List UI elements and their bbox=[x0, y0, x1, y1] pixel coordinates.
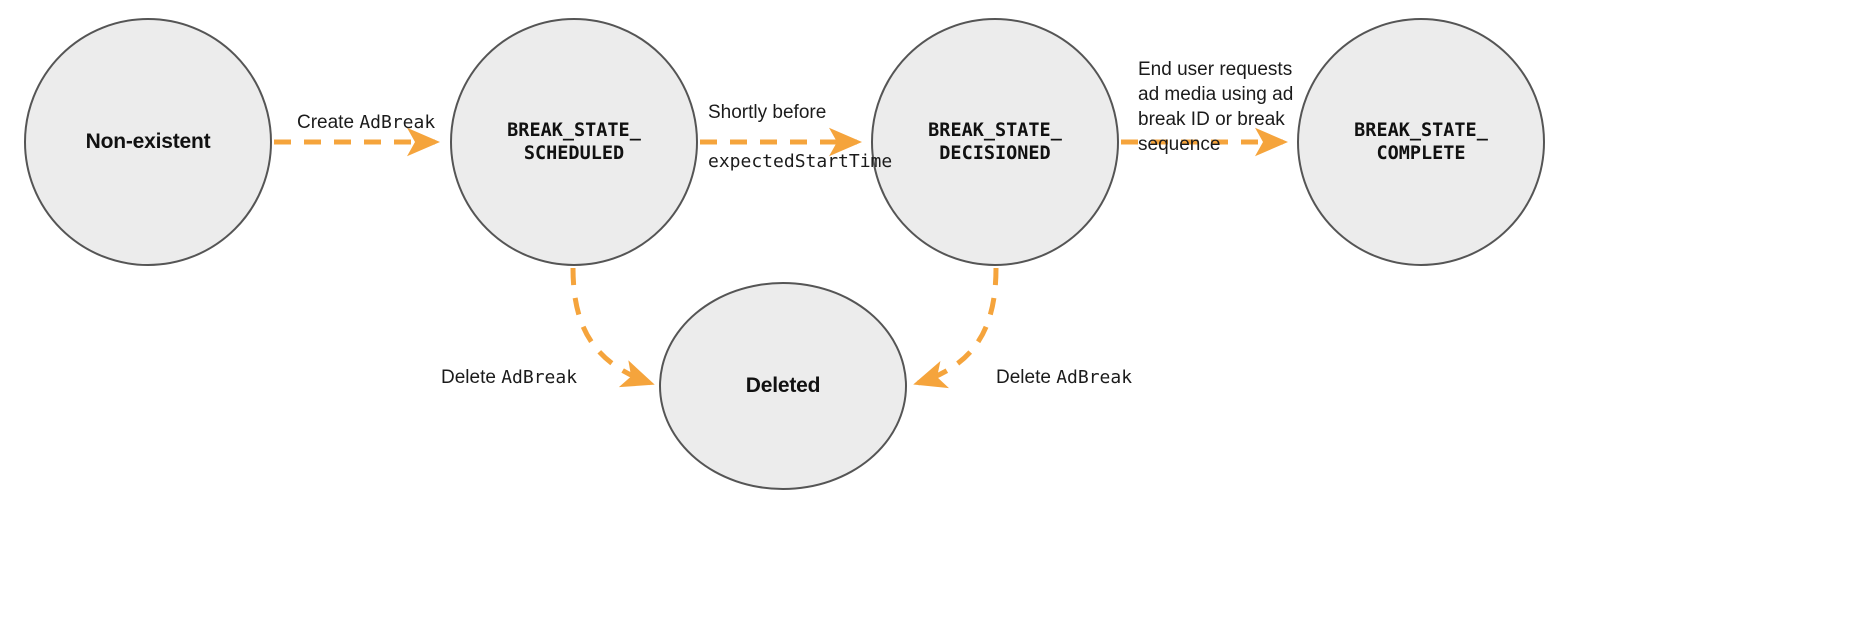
state-node-non-existent[interactable]: Non-existent bbox=[24, 18, 272, 266]
state-node-label: Non-existent bbox=[85, 129, 211, 153]
state-node-label: BREAK_STATE_ SCHEDULED bbox=[507, 119, 641, 164]
edge-label-line-1: Shortly before bbox=[708, 102, 827, 124]
state-node-label: BREAK_STATE_ COMPLETE bbox=[1354, 119, 1488, 164]
edge-delete-adbreak-from-scheduled bbox=[570, 267, 655, 388]
state-node-label: Deleted bbox=[745, 373, 821, 397]
edge-label-text-mono: AdBreak bbox=[501, 367, 578, 389]
edge-label-text-sans: End user requests ad media using ad brea… bbox=[1138, 59, 1294, 156]
edge-delete-adbreak-from-decisioned bbox=[913, 267, 999, 389]
edge-label-text-sans: Delete bbox=[996, 367, 1057, 389]
state-node-break-state-complete[interactable]: BREAK_STATE_ COMPLETE bbox=[1297, 18, 1545, 266]
state-node-deleted[interactable]: Deleted bbox=[659, 282, 907, 490]
edge-label-delete-adbreak-from-scheduled: Delete AdBreak bbox=[441, 340, 577, 390]
state-node-break-state-scheduled[interactable]: BREAK_STATE_ SCHEDULED bbox=[450, 18, 698, 266]
state-node-break-state-decisioned[interactable]: BREAK_STATE_ DECISIONED bbox=[871, 18, 1119, 266]
edge-label-end-user-requests: End user requests ad media using ad brea… bbox=[1138, 32, 1293, 157]
state-node-label: BREAK_STATE_ DECISIONED bbox=[928, 119, 1062, 164]
edge-label-delete-adbreak-from-decisioned: Delete AdBreak bbox=[996, 340, 1132, 390]
edge-label-shortly-before: Shortly before expectedStartTime bbox=[708, 75, 892, 199]
edge-label-text-mono: AdBreak bbox=[1056, 367, 1133, 389]
edge-label-text-mono: AdBreak bbox=[359, 112, 436, 134]
edge-label-line-2: expectedStartTime bbox=[708, 151, 893, 173]
edge-label-text-sans: Create bbox=[297, 112, 360, 134]
edge-label-text-sans: Delete bbox=[441, 367, 502, 389]
edge-label-create-adbreak: Create AdBreak bbox=[297, 85, 435, 135]
